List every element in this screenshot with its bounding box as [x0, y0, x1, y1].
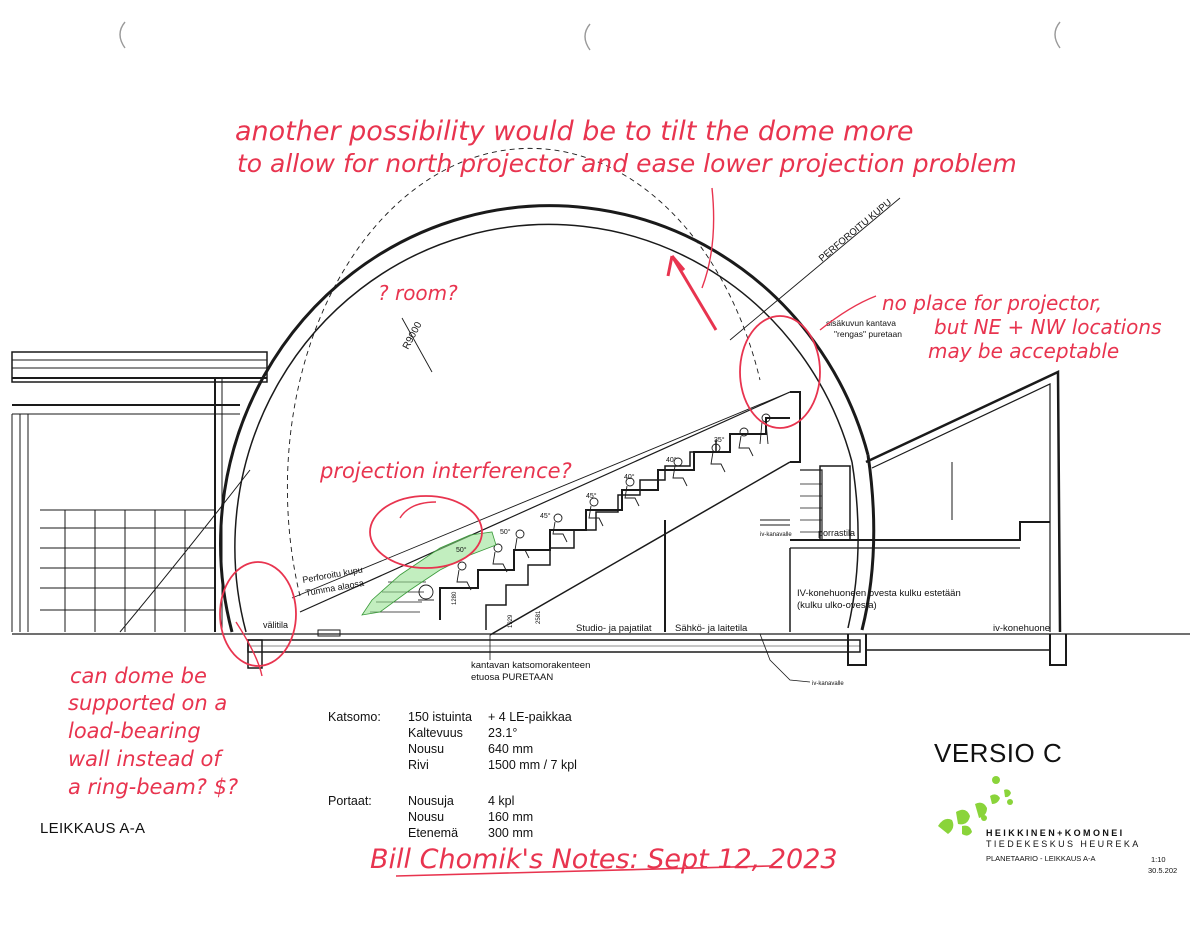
spec-key: 150 istuinta [408, 710, 472, 724]
dim-label: 1929 [508, 614, 514, 628]
label-porrastila: porrastila [818, 528, 855, 538]
spec-key: Rivi [408, 758, 429, 772]
note-ringbeam-line4: wall instead of [68, 747, 224, 771]
angle-label: 40° [624, 473, 635, 481]
spec-value: 4 kpl [488, 794, 515, 808]
title-block-date: 30.5.202 [1148, 866, 1178, 875]
printed-labels: PERFOROITU KUPU R9000 sisäkuvun kantava … [263, 197, 1050, 687]
dim-label: 1280 [452, 591, 458, 605]
left-building [11, 351, 268, 633]
label-sisakuvun-2: "rengas" puretaan [834, 329, 902, 339]
audience-figures [418, 413, 771, 601]
section-title: LEIKKAUS A-A [40, 820, 146, 837]
label-kantavan-2: etuosa PURETAAN [471, 672, 553, 683]
label-radius: R9000 [401, 320, 425, 352]
angle-label: 35° [714, 436, 725, 444]
note-tilt-line2: to allow for north projector and ease lo… [237, 149, 1017, 178]
note-ringbeam-line2: supported on a [68, 691, 227, 715]
spec-key: Kaltevuus [408, 726, 463, 740]
angle-label: 50° [500, 528, 511, 536]
red-markup [219, 187, 877, 877]
title-block-scale: 1:10 [1151, 855, 1166, 864]
label-perforoitu-kupu: PERFOROITU KUPU [817, 197, 894, 264]
angle-label: 40° [666, 456, 677, 464]
title-block-firm: HEIKKINEN+KOMONEI [986, 828, 1125, 838]
angle-label: 45° [540, 512, 551, 520]
spec-key: Etenemä [408, 826, 459, 840]
projection-highlight [361, 531, 497, 616]
label-valitila: välitila [263, 620, 288, 630]
dome-shell [219, 147, 901, 633]
note-ringbeam-line5: a ring-beam? $? [68, 775, 238, 799]
dim-label: 2581 [536, 610, 542, 624]
circle-ring-beam [219, 561, 297, 667]
note-ringbeam-line3: load-bearing [68, 719, 201, 743]
circle-projector-location [739, 315, 821, 429]
label-iv-kanava-2: iv-kanavalle [812, 681, 844, 687]
angle-label: 50° [456, 546, 467, 554]
note-signature: Bill Chomik's Notes: Sept 12, 2023 [370, 844, 838, 875]
label-studio: Studio- ja pajatilat [576, 623, 652, 634]
title-block-sheet: PLANETAARIO - LEIKKAUS A-A [986, 854, 1096, 863]
spec-value: 23.1° [488, 726, 518, 740]
title-block-center: TIEDEKESKUS HEUREKA [986, 839, 1141, 849]
note-interference: projection interference? [319, 459, 572, 483]
right-building [789, 370, 1062, 633]
note-projector-line1: no place for projector, [882, 291, 1102, 315]
label-kantavan-1: kantavan katsomorakenteen [471, 660, 590, 671]
floor-slab [12, 629, 1190, 683]
label-iv-konehuone: iv-konehuone [993, 623, 1050, 634]
arrow-tilt [670, 255, 718, 331]
spec-value: 1500 mm / 7 kpl [488, 758, 577, 772]
katsomo-heading: Katsomo: [328, 710, 381, 724]
version-label: VERSIO C [934, 738, 1063, 768]
note-room: ? room? [378, 281, 458, 305]
note-projector-line2: but NE + NW locations [934, 315, 1162, 339]
label-sisakuvun-1: sisäkuvun kantava [826, 318, 896, 328]
spec-key: Nousu [408, 810, 445, 824]
note-ringbeam-line1: can dome be [70, 664, 207, 688]
note-projector-line3: may be acceptable [928, 339, 1119, 363]
firm-logo-icon [938, 776, 1013, 836]
spec-value: 160 mm [488, 810, 534, 824]
spec-value: 640 mm [488, 742, 534, 756]
spec-key: Nousuja [408, 794, 454, 808]
note-tilt-line1: another possibility would be to tilt the… [235, 116, 914, 147]
label-iv-konehuoneen-1: IV-konehuoneen ovesta kulku estetään [797, 588, 961, 599]
spec-key: Nousu [408, 742, 445, 756]
spec-value: + 4 LE-paikkaa [488, 710, 572, 724]
handwritten-notes: another possibility would be to tilt the… [68, 116, 1162, 875]
spec-value: 300 mm [488, 826, 534, 840]
circle-projection-interference [369, 495, 483, 569]
binder-hole-marks [119, 21, 1061, 51]
label-sahko: Sähkö- ja laitetila [675, 623, 748, 634]
label-iv-konehuoneen-2: (kulku ulko-ovesta) [797, 600, 877, 611]
angle-label: 45° [586, 492, 597, 500]
label-iv-kanava-1: iv-kanavalle [760, 532, 792, 538]
portaat-heading: Portaat: [328, 794, 372, 808]
